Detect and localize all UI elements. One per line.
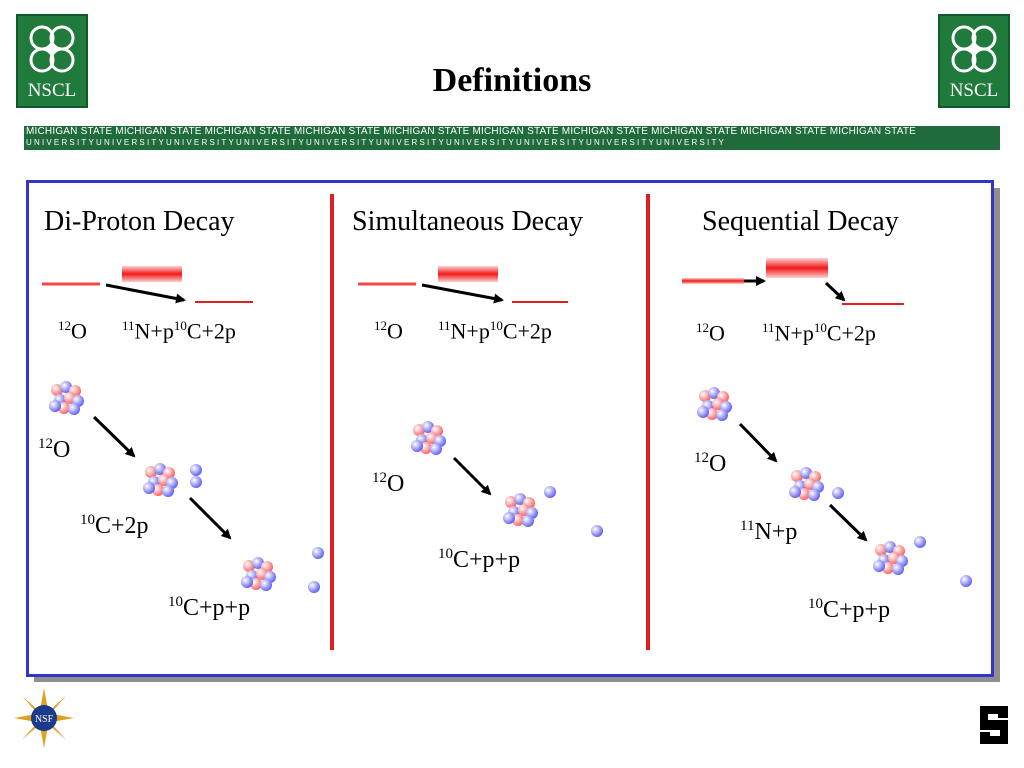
- label-n11-c10: 11N+p10C+2p: [122, 318, 236, 344]
- heading-sequential: Sequential Decay: [702, 206, 899, 237]
- swirl-icon: [951, 25, 997, 73]
- divider-2: [646, 194, 650, 650]
- msu-s-logo: [980, 706, 1008, 744]
- label-c10-2p: 10C+2p: [80, 512, 149, 539]
- label-o12: 12O: [38, 436, 71, 463]
- content-panel: [26, 180, 994, 677]
- level-scheme-sequential: [682, 258, 904, 305]
- label-n11-p: 11N+p: [740, 518, 798, 545]
- nsf-logo: NSF: [14, 688, 74, 748]
- decay-cartoon-simultaneous: [411, 421, 603, 537]
- label-o12: 12O: [58, 318, 87, 344]
- nscl-logo-left: NSCL: [16, 14, 88, 108]
- label-o12: 12O: [374, 318, 403, 344]
- banner-top-text: MICHIGAN STATE MICHIGAN STATE MICHIGAN S…: [26, 126, 917, 137]
- label-o12: 12O: [694, 450, 727, 477]
- level-scheme-simultaneous: [358, 266, 568, 304]
- label-o12: 12O: [372, 470, 405, 497]
- decay-cartoon-diproton: [49, 381, 324, 593]
- label-n11-c10: 11N+p10C+2p: [762, 320, 876, 346]
- msu-banner: MICHIGAN STATE MICHIGAN STATE MICHIGAN S…: [24, 126, 1000, 150]
- decay-cartoon-sequential: [697, 387, 972, 587]
- logo-text: NSCL: [27, 80, 77, 101]
- heading-simultaneous: Simultaneous Decay: [352, 206, 583, 237]
- slide-title: Definitions: [432, 62, 592, 99]
- nsf-text: NSF: [35, 714, 54, 725]
- logo-text: NSCL: [949, 80, 999, 101]
- label-n11-c10: 11N+p10C+2p: [438, 318, 552, 344]
- label-c10-p-p: 10C+p+p: [168, 594, 251, 621]
- nscl-logo-right: NSCL: [938, 14, 1010, 108]
- label-o12: 12O: [696, 320, 725, 346]
- level-scheme-diproton: [42, 266, 253, 304]
- divider-1: [330, 194, 334, 650]
- label-c10-p-p: 10C+p+p: [808, 596, 891, 623]
- banner-bottom-text: UNIVERSITYUNIVERSITYUNIVERSITYUNIVERSITY…: [26, 138, 727, 147]
- label-c10-p-p: 10C+p+p: [438, 546, 521, 573]
- swirl-icon: [29, 25, 75, 73]
- heading-diproton: Di-Proton Decay: [44, 206, 235, 237]
